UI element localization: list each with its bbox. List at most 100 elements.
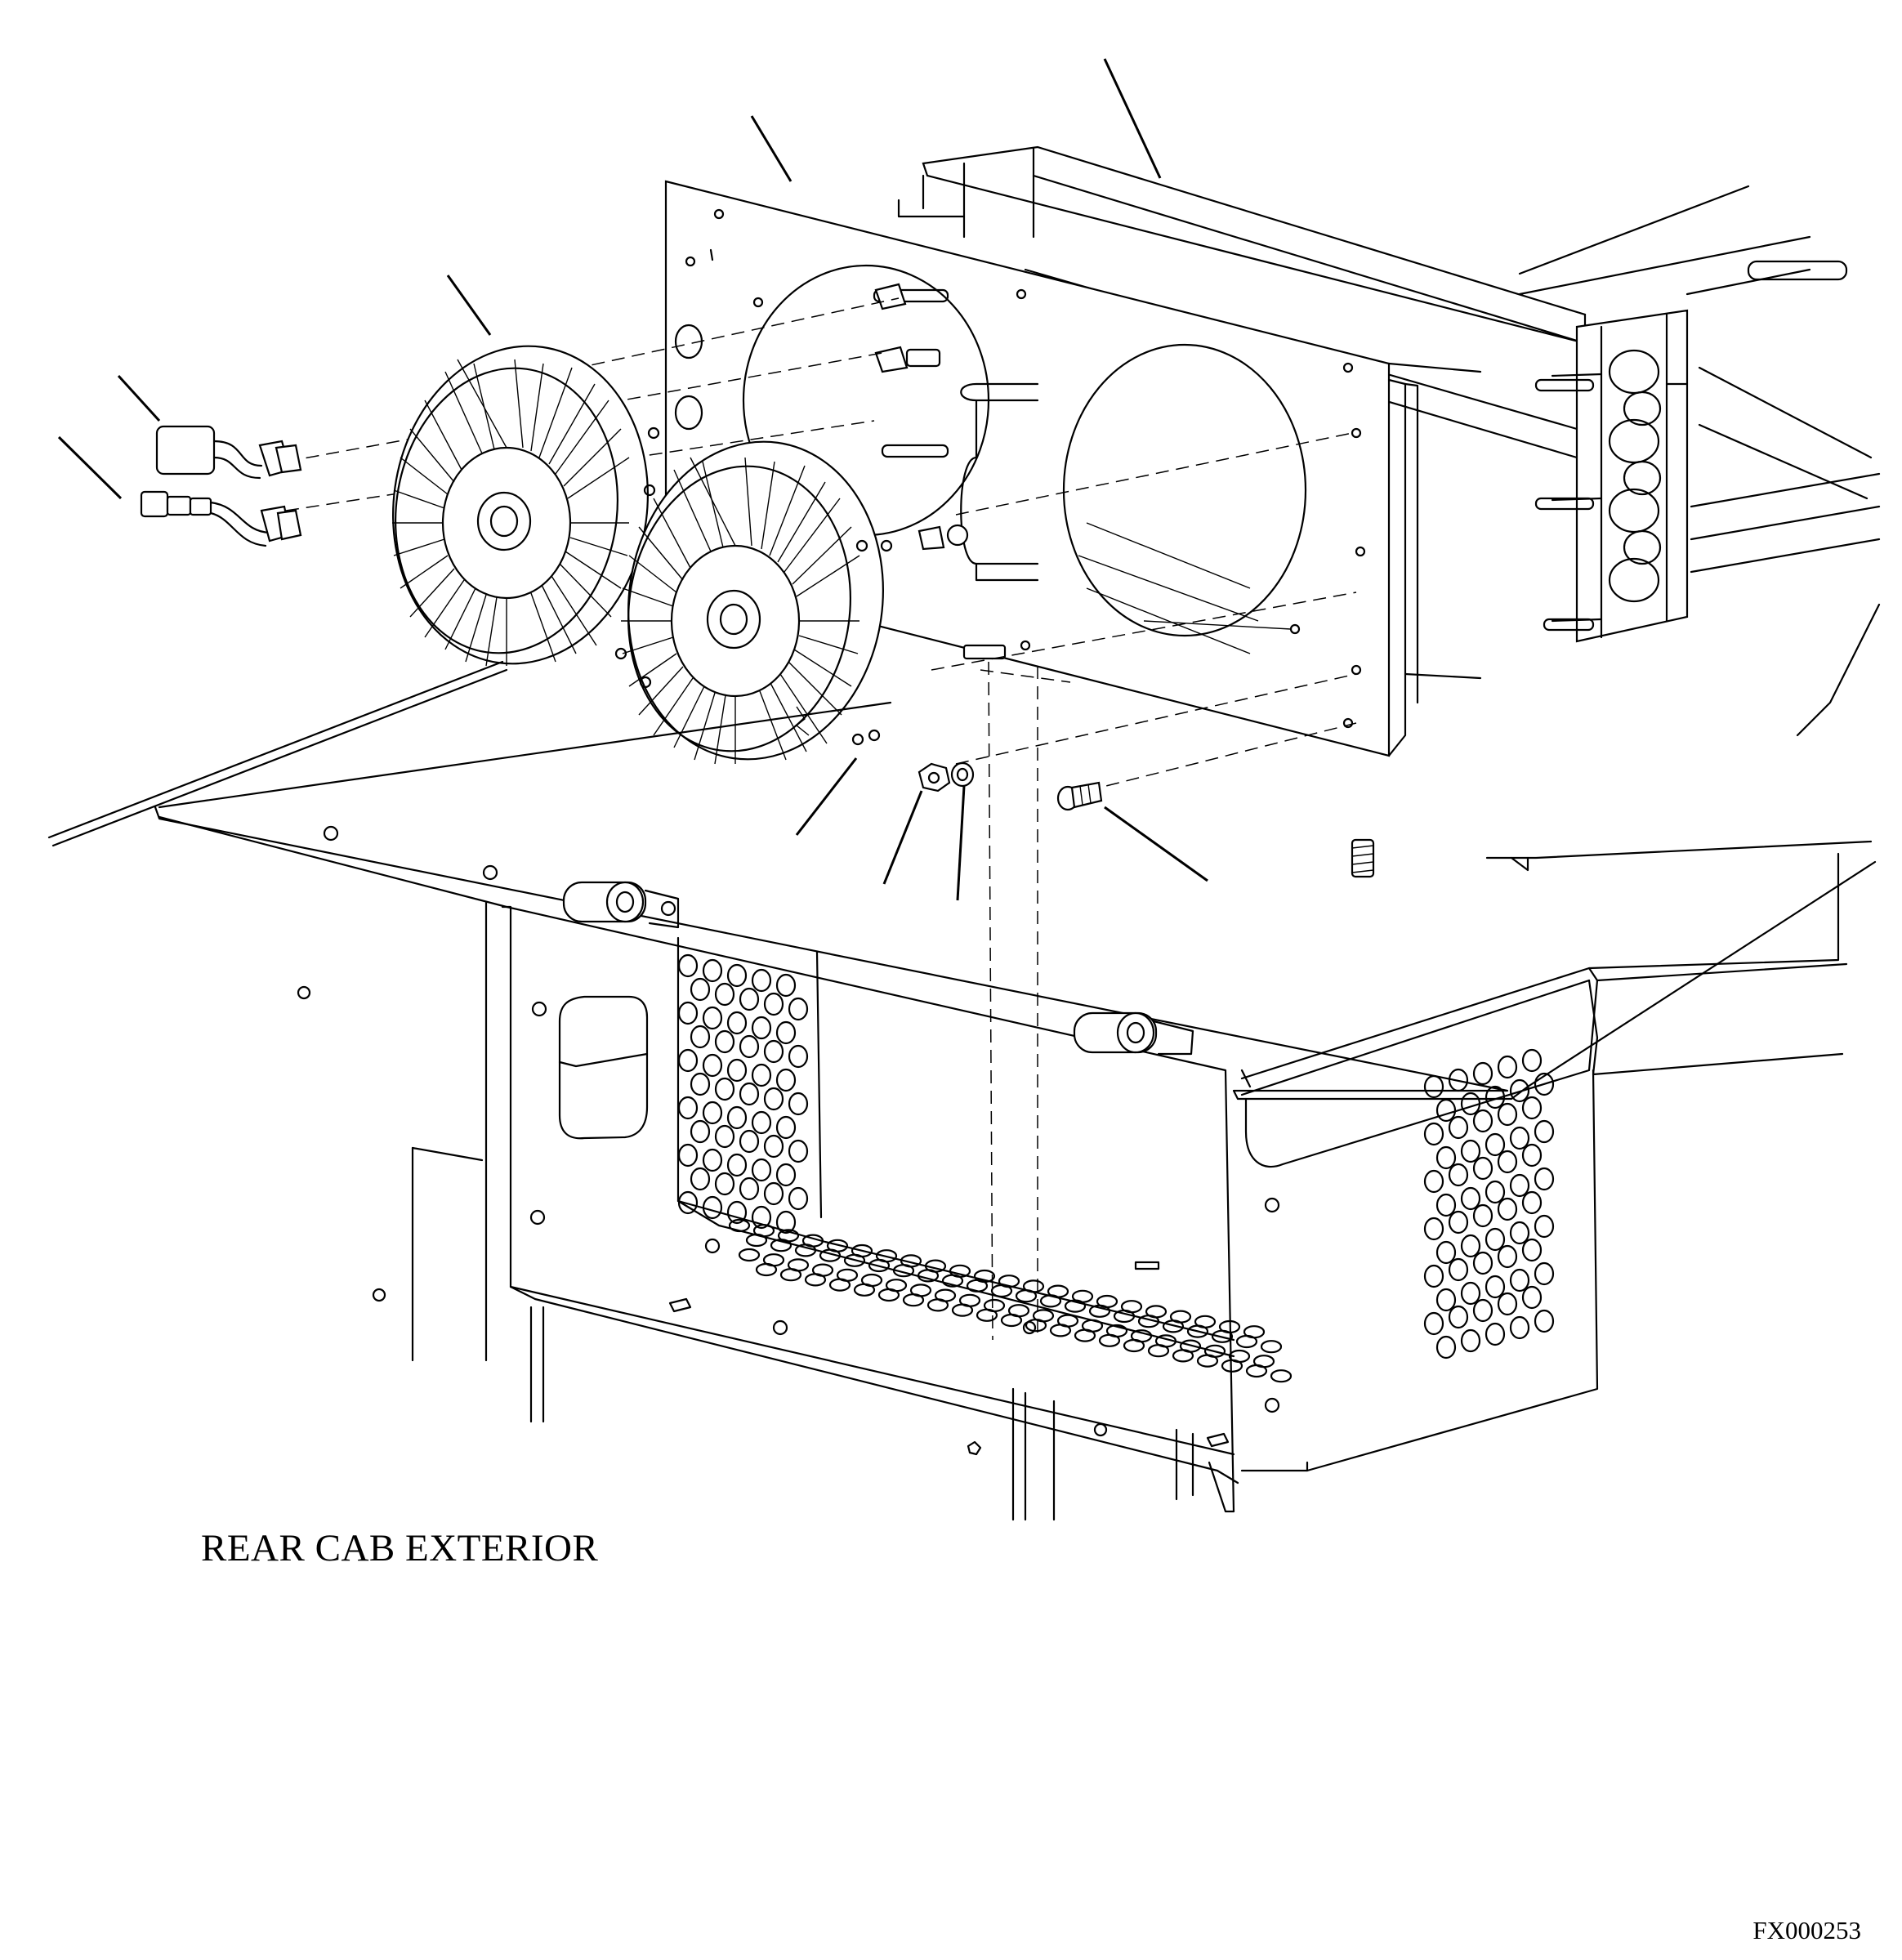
perforation-hole	[755, 1262, 778, 1277]
perforation-hole	[1245, 1364, 1268, 1378]
hardware-spring	[1351, 838, 1375, 878]
perforation-hole	[1049, 1324, 1072, 1337]
perforation-hole	[1485, 1275, 1506, 1299]
perforation-hole	[1460, 1328, 1481, 1353]
hose-assembly-lower	[140, 490, 302, 547]
perforation-hole	[926, 1298, 949, 1312]
perforation-hole	[1460, 1281, 1481, 1306]
perforation-hole	[1497, 1150, 1518, 1174]
perforation-hole	[751, 1016, 772, 1040]
hardware-washer	[950, 761, 975, 788]
perforation-hole	[1534, 1167, 1555, 1191]
perforation-hole	[1098, 1333, 1121, 1347]
perforation-hole	[788, 1044, 809, 1069]
perforation-hole	[677, 1143, 699, 1168]
perforation-hole	[1472, 1251, 1493, 1275]
perforation-hole	[702, 1195, 723, 1220]
perforation-hole	[739, 1034, 760, 1059]
hinge-left	[562, 881, 680, 929]
perforation-hole	[751, 1063, 772, 1087]
perforation-hole	[1472, 1061, 1493, 1086]
perforation-hole	[1460, 1139, 1481, 1163]
perforation-hole	[702, 1101, 723, 1125]
perforation-hole	[751, 1205, 772, 1230]
perforation-hole	[775, 973, 797, 998]
perforation-hole	[763, 1039, 784, 1064]
perforation-hole	[976, 1308, 998, 1322]
perforation-hole	[1497, 1292, 1518, 1316]
perforation-hole	[1423, 1264, 1444, 1288]
perforation-hole	[1423, 1217, 1444, 1241]
perforation-hole	[788, 1139, 809, 1163]
perforation-hole	[941, 1274, 964, 1288]
perforation-hole	[1088, 1304, 1111, 1318]
perforation-hole	[690, 1025, 711, 1049]
perforation-hole	[1423, 1311, 1444, 1336]
perforated-panel-left	[677, 953, 809, 1234]
hardware-bolt	[1056, 781, 1103, 811]
perforation-hole	[1534, 1072, 1555, 1096]
perforation-hole	[1147, 1344, 1170, 1358]
plate-fittings	[874, 283, 1007, 660]
perforation-hole	[1485, 1180, 1506, 1204]
perforation-hole	[788, 997, 809, 1021]
perforation-hole	[677, 953, 699, 978]
perforation-hole	[763, 1181, 784, 1206]
perforation-hole	[1460, 1092, 1481, 1116]
hinge-right	[1073, 1011, 1194, 1056]
perforation-hole	[714, 1029, 735, 1054]
perforation-hole	[702, 958, 723, 983]
hardware-nut	[918, 762, 951, 792]
perforation-hole	[1534, 1261, 1555, 1286]
perforation-hole	[868, 1258, 891, 1273]
perforation-hole	[1534, 1309, 1555, 1333]
perforation-hole	[1521, 1143, 1543, 1168]
hose-assembly-upper	[155, 425, 302, 480]
perforation-hole	[1448, 1257, 1469, 1282]
perforation-hole	[1472, 1156, 1493, 1181]
perforation-hole	[1448, 1115, 1469, 1140]
perforation-hole	[1521, 1048, 1543, 1073]
perforation-hole	[1521, 1285, 1543, 1310]
perforation-hole	[677, 1001, 699, 1025]
perforation-hole	[690, 1072, 711, 1096]
perforation-hole	[1423, 1169, 1444, 1194]
perforation-hole	[1435, 1145, 1457, 1170]
perforation-hole	[763, 1087, 784, 1111]
perforation-hole	[853, 1283, 876, 1297]
perforation-hole	[677, 1190, 699, 1215]
roof-tray	[1518, 185, 1881, 737]
perforation-hole	[738, 1248, 761, 1262]
perforation-hole	[1485, 1085, 1506, 1109]
perforation-hole	[1064, 1299, 1087, 1313]
plate-mount-holes	[674, 208, 1366, 729]
perforation-hole	[775, 1068, 797, 1092]
perforated-panel-right	[1423, 1048, 1555, 1359]
perforation-hole	[1423, 1074, 1444, 1099]
base-enclosure	[158, 815, 1848, 1521]
perforation-hole	[702, 1053, 723, 1078]
perforation-hole	[726, 1153, 748, 1177]
perforation-hole	[1196, 1354, 1219, 1368]
perforation-hole	[739, 987, 760, 1011]
fan-front-blades	[621, 457, 860, 765]
perforation-hole	[739, 1176, 760, 1201]
perforation-hole	[1521, 1190, 1543, 1215]
perforation-hole	[714, 1124, 735, 1149]
coil-end-plate	[1551, 309, 1689, 643]
perforation-hole	[726, 1058, 748, 1083]
perforation-hole	[1435, 1193, 1457, 1217]
perforation-hole	[1472, 1203, 1493, 1228]
plate-cutout-right	[1062, 343, 1307, 654]
perforation-hole	[775, 1210, 797, 1234]
perforation-hole	[739, 1129, 760, 1154]
perforation-hole	[1460, 1234, 1481, 1258]
perforation-hole	[677, 1048, 699, 1073]
perforation-hole	[828, 1278, 851, 1292]
perforation-hole	[690, 977, 711, 1002]
perforation-hole	[1460, 1186, 1481, 1211]
perforation-hole	[788, 1092, 809, 1116]
perforation-hole	[726, 1200, 748, 1225]
perforation-hole	[1497, 1102, 1518, 1127]
